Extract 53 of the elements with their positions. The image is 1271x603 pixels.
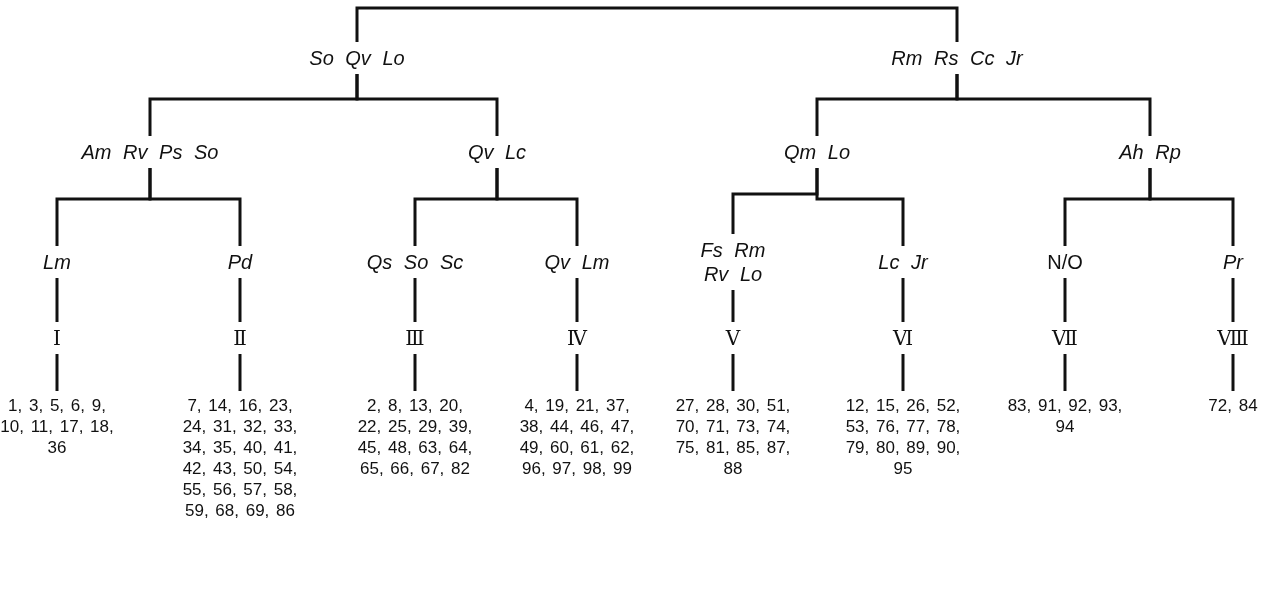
tree-branch-line: [55, 278, 59, 322]
tree-branch-line: [731, 354, 735, 391]
taxon-group-label: Pd: [213, 250, 267, 274]
tree-branch-line: [238, 278, 242, 322]
taxon-group-label: Fs Rm Rv Lo: [683, 238, 783, 286]
tree-branch-line: [355, 6, 959, 42]
group-numeral: Ⅷ: [1211, 326, 1255, 350]
group-numeral: Ⅰ: [40, 326, 74, 350]
tree-branch-line: [901, 354, 905, 391]
taxon-group-label: So Qv Lo: [295, 46, 419, 70]
taxon-group-label: Pr: [1211, 250, 1255, 274]
tree-branch-line: [355, 74, 499, 136]
tree-branch-line: [495, 168, 579, 246]
site-number-list: 1, 3, 5, 6, 9, 10, 11, 17, 18, 36: [0, 395, 118, 458]
tree-branch-line: [815, 168, 905, 246]
taxon-group-label: Am Rv Ps So: [68, 140, 232, 164]
tree-branch-line: [238, 354, 242, 391]
group-numeral: Ⅱ: [223, 326, 257, 350]
tree-branch-line: [1063, 278, 1067, 322]
taxon-group-label: Qs So Sc: [353, 250, 477, 274]
tree-branch-line: [413, 354, 417, 391]
tree-branch-line: [575, 354, 579, 391]
site-number-list: 83, 91, 92, 93, 94: [1004, 395, 1126, 437]
taxon-group-label: Qm Lo: [770, 140, 864, 164]
taxon-group-label: Qv Lm: [530, 250, 624, 274]
tree-branch-line: [955, 74, 1152, 136]
tree-branch-line: [1231, 354, 1235, 391]
taxon-group-label: Qv Lc: [450, 140, 544, 164]
group-numeral: Ⅳ: [560, 326, 594, 350]
site-number-list: 72, 84: [1196, 395, 1270, 416]
group-numeral: Ⅶ: [1048, 326, 1082, 350]
tree-branch-line: [1063, 354, 1067, 391]
tree-branch-line: [148, 168, 242, 246]
site-number-list: 7, 14, 16, 23, 24, 31, 32, 33, 34, 35, 40, 41, 42, 43, 50, 54, 55, 56, 57, 58, 59, 68, 69, 86: [179, 395, 301, 521]
tree-branch-line: [55, 354, 59, 391]
tree-branch-line: [1148, 168, 1235, 246]
tree-branch-line: [1231, 278, 1235, 322]
tree-branch-line: [731, 290, 735, 322]
site-number-list: 27, 28, 30, 51, 70, 71, 73, 74, 75, 81, 85, 87, 88: [672, 395, 794, 479]
tree-branch-line: [413, 278, 417, 322]
tree-branch-line: [575, 278, 579, 322]
site-number-list: 4, 19, 21, 37, 38, 44, 46, 47, 49, 60, 61, 62, 96, 97, 98, 99: [516, 395, 638, 479]
group-numeral: Ⅲ: [398, 326, 432, 350]
taxon-group-label: Lc Jr: [861, 250, 945, 274]
group-numeral: Ⅵ: [886, 326, 920, 350]
group-label: N/O: [1033, 250, 1097, 274]
taxon-group-label: Rm Rs Cc Jr: [880, 46, 1034, 70]
tree-branch-line: [901, 278, 905, 322]
site-number-list: 12, 15, 26, 52, 53, 76, 77, 78, 79, 80, 89, 90, 95: [842, 395, 964, 479]
taxon-group-label: Ah Rp: [1103, 140, 1197, 164]
group-numeral: Ⅴ: [716, 326, 750, 350]
taxon-group-label: Lm: [30, 250, 84, 274]
site-number-list: 2, 8, 13, 20, 22, 25, 29, 39, 45, 48, 63, 64, 65, 66, 67, 82: [354, 395, 476, 479]
